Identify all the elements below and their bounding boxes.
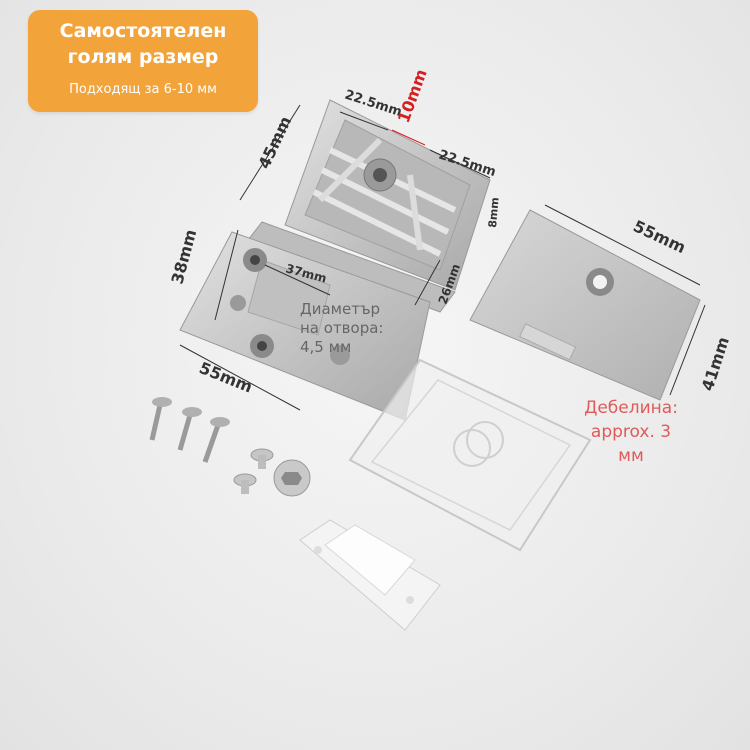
hinge-upper-plate bbox=[284, 99, 491, 291]
size-badge: Самостоятелен голям размер Подходящ за 6… bbox=[28, 10, 258, 112]
hole-note-line-2: на отвора: bbox=[300, 319, 384, 337]
dim-left-bottom: 38mm bbox=[168, 227, 201, 286]
screws bbox=[149, 397, 230, 463]
thick-note-line-2: approx. 3 bbox=[590, 422, 672, 442]
hinge-knuckle bbox=[247, 221, 456, 313]
bolts bbox=[233, 448, 311, 497]
hole-diameter-note: Диаметър на отвора: 4,5 мм bbox=[300, 300, 383, 357]
badge-line-2: голям размер bbox=[67, 46, 219, 68]
hole-note-line-3: 4,5 мм bbox=[300, 338, 352, 356]
white-catch bbox=[299, 519, 441, 631]
clear-gasket bbox=[348, 358, 592, 552]
dimension-lines bbox=[179, 104, 706, 411]
badge-line-1: Самостоятелен bbox=[59, 20, 227, 42]
clamp-plate bbox=[469, 209, 701, 401]
thickness-note: Дебелина: approx. 3 мм bbox=[566, 396, 696, 468]
hinge-lower-plate bbox=[179, 231, 431, 421]
thick-note-line-3: мм bbox=[618, 446, 644, 466]
dim-plate-width: 55mm bbox=[630, 216, 688, 257]
dim-top-mid: 10mm bbox=[394, 67, 431, 126]
badge-line-3: Подходящ за 6-10 мм bbox=[69, 82, 217, 97]
dim-bottom: 55mm bbox=[197, 358, 256, 396]
dim-left-top: 45mm bbox=[254, 113, 295, 171]
thick-note-line-1: Дебелина: bbox=[584, 398, 678, 418]
dim-plate-height: 41mm bbox=[698, 334, 733, 393]
hole-note-line-1: Диаметър bbox=[300, 300, 381, 318]
dim-gap: 8mm bbox=[486, 197, 502, 229]
